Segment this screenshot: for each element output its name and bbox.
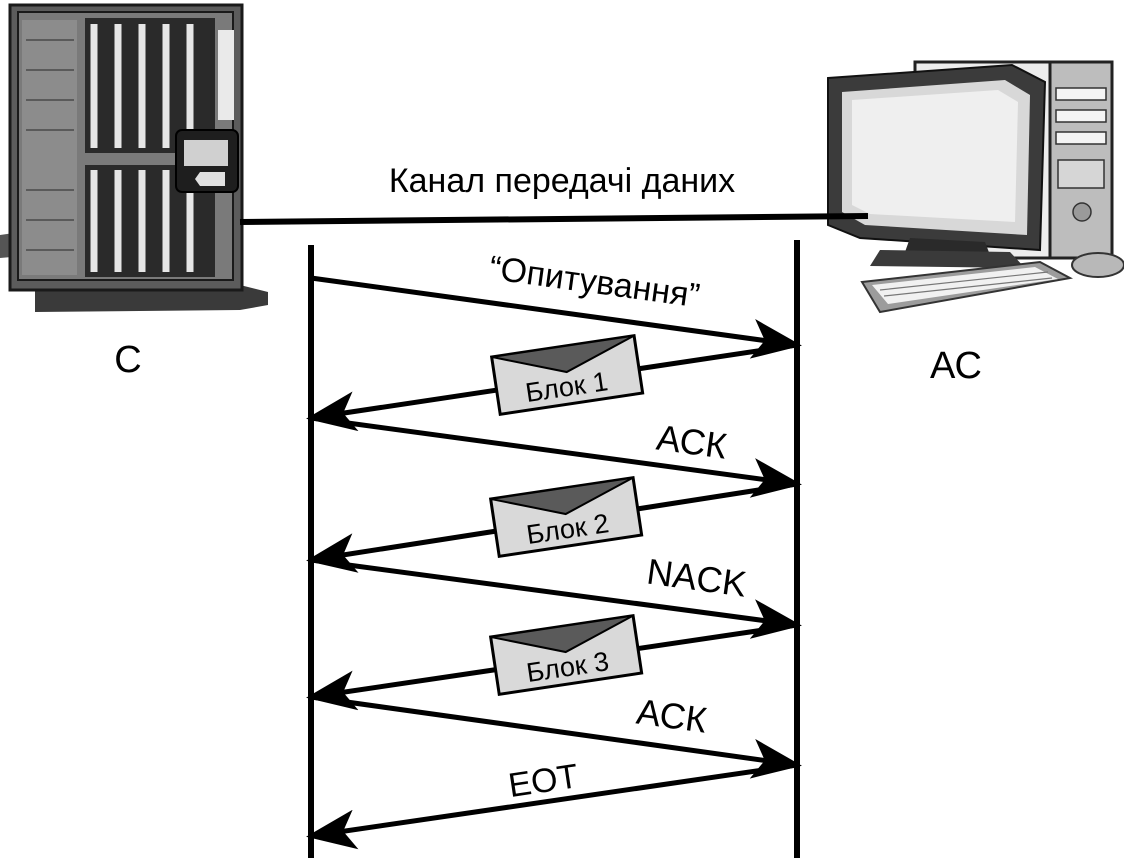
poll-arrow — [310, 275, 802, 359]
channel-label: Канал передачі даних — [389, 162, 735, 200]
envelope-block-1 — [489, 333, 645, 417]
ack-1-label: АСК — [654, 417, 729, 467]
ack-2-label: АСК — [634, 691, 709, 741]
server-label: С — [114, 339, 141, 381]
eot-arrow — [306, 762, 798, 850]
ack-2-arrow — [310, 694, 802, 779]
ack-1-arrow — [310, 415, 802, 498]
envelope-block-3 — [488, 613, 644, 697]
nack-label: NACK — [644, 551, 749, 605]
workstation-icon — [827, 60, 1124, 314]
workstation-label: АС — [930, 345, 982, 387]
channel-line — [239, 213, 869, 225]
server-icon — [0, 3, 268, 312]
nack-arrow — [310, 557, 802, 639]
envelope-block-2 — [488, 475, 644, 559]
